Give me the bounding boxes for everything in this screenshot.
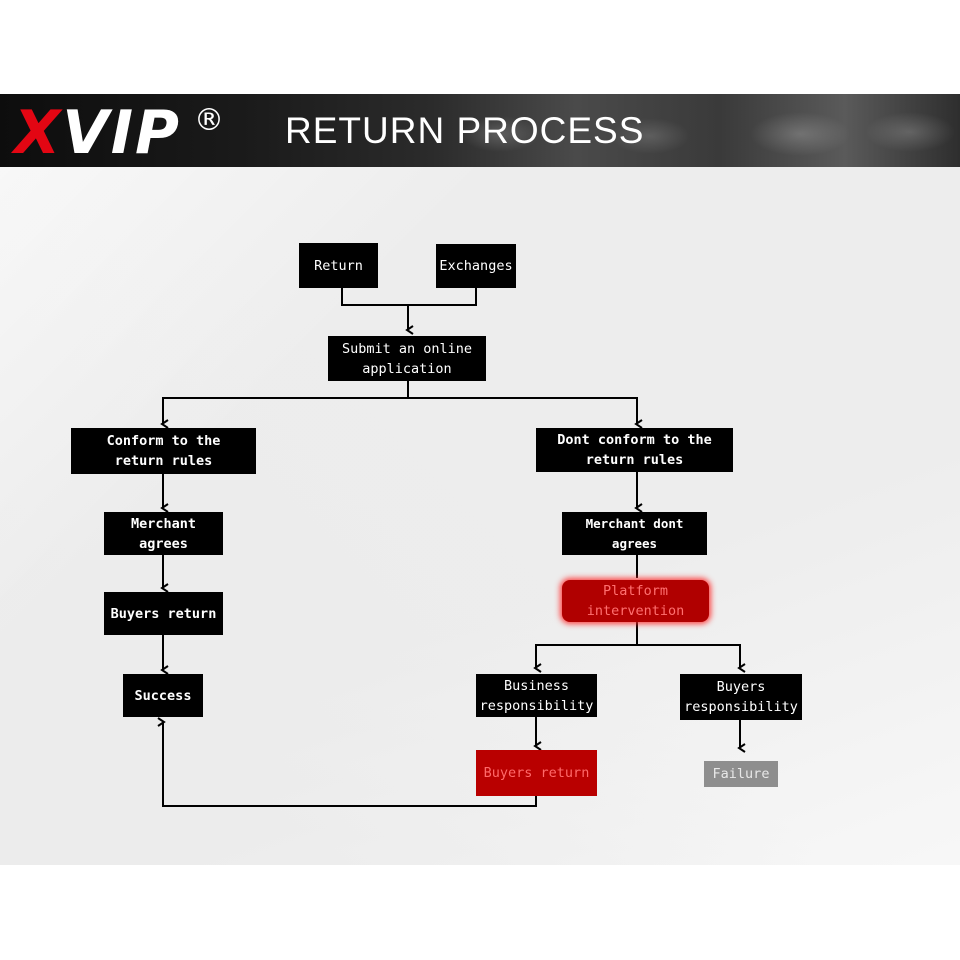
buyers-responsibility-node: Buyers responsibility	[680, 674, 802, 720]
success-node: Success	[123, 674, 203, 717]
connector-submit-right	[408, 397, 643, 429]
conform-rules-node: Conform to the return rules	[71, 428, 256, 474]
buyers-return-node: Buyers return	[104, 592, 223, 635]
failure-node: Failure	[704, 761, 778, 787]
submit-application-node: Submit an online application	[328, 336, 486, 381]
header-banner	[0, 94, 960, 167]
merchant-dont-agrees-node: Merchant dont agrees	[562, 512, 707, 555]
exchanges-node: Exchanges	[436, 244, 516, 288]
return-node: Return	[299, 243, 378, 288]
page-title: RETURN PROCESS	[285, 110, 645, 151]
street-background	[440, 94, 960, 167]
buyers-return-highlight-node: Buyers return	[476, 750, 597, 796]
connector-submit-split	[160, 381, 409, 429]
logo-x: X	[14, 98, 63, 168]
registered-mark: ®	[194, 103, 224, 138]
merchant-agrees-node: Merchant agrees	[104, 512, 223, 555]
dont-conform-rules-node: Dont conform to the return rules	[536, 428, 733, 472]
connector-return-exchanges	[341, 288, 477, 306]
connector-return-success	[157, 717, 537, 807]
xvip-logo: XVIP	[14, 100, 181, 166]
business-responsibility-node: Business responsibility	[476, 674, 597, 717]
connector-platform-right	[637, 644, 746, 673]
logo-rest: VIP	[62, 98, 181, 168]
platform-intervention-node: Platform intervention	[562, 580, 709, 622]
connector-platform-split	[533, 622, 638, 673]
